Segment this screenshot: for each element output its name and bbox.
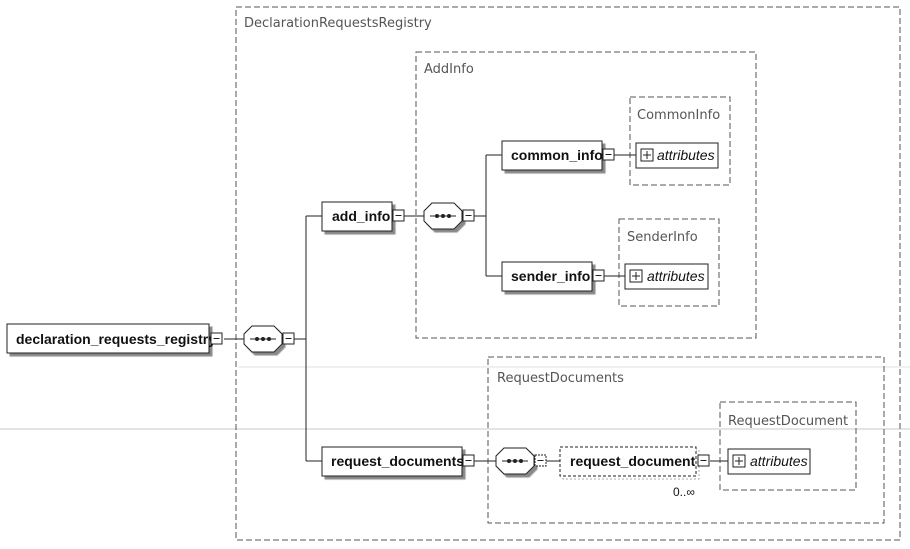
type-label-request-documents: RequestDocuments bbox=[497, 371, 624, 386]
attributes-box-request-document[interactable]: attributes bbox=[727, 448, 811, 475]
attributes-box-common-info[interactable]: attributes bbox=[635, 142, 719, 169]
expand-icon[interactable] bbox=[640, 148, 654, 162]
element-add-info[interactable]: add_info bbox=[321, 201, 393, 232]
expand-icon[interactable] bbox=[732, 454, 746, 468]
element-label-add-info: add_info bbox=[332, 208, 390, 224]
type-label-declaration-requests-registry: DeclarationRequestsRegistry bbox=[244, 16, 432, 31]
collapse-toggle-icon[interactable] bbox=[534, 454, 547, 467]
collapse-toggle-icon[interactable] bbox=[602, 148, 615, 161]
sequence-compositor-icon[interactable] bbox=[243, 325, 283, 353]
element-request-documents[interactable]: request_documents bbox=[321, 446, 464, 477]
collapse-toggle-icon[interactable] bbox=[462, 454, 475, 467]
element-common-info[interactable]: common_info bbox=[501, 140, 603, 171]
sequence-compositor-icon[interactable] bbox=[423, 202, 463, 230]
element-label-common-info: common_info bbox=[511, 147, 603, 163]
type-label-add-info: AddInfo bbox=[424, 62, 474, 77]
type-frame-request-document: RequestDocument bbox=[719, 401, 857, 491]
cardinality-label: 0..∞ bbox=[673, 485, 695, 499]
type-frame-add-info: AddInfo bbox=[415, 51, 757, 339]
element-label-request-documents: request_documents bbox=[331, 453, 464, 469]
attributes-box-sender-info[interactable]: attributes bbox=[624, 263, 709, 290]
collapse-toggle-icon[interactable] bbox=[592, 269, 605, 282]
expand-icon[interactable] bbox=[629, 269, 643, 283]
element-label-declaration-requests-registry: declaration_requests_registry bbox=[16, 331, 216, 347]
type-frame-declaration-requests-registry: DeclarationRequestsRegistry bbox=[235, 6, 901, 541]
collapse-toggle-icon[interactable] bbox=[210, 332, 223, 345]
collapse-toggle-icon[interactable] bbox=[697, 454, 710, 467]
element-label-sender-info: sender_info bbox=[511, 268, 590, 284]
type-frame-sender-info: SenderInfo bbox=[618, 218, 720, 307]
element-sender-info[interactable]: sender_info bbox=[501, 261, 593, 292]
element-request-document[interactable]: request_document bbox=[559, 446, 700, 480]
attributes-label: attributes bbox=[647, 268, 705, 284]
collapse-toggle-icon[interactable] bbox=[392, 209, 405, 222]
sequence-compositor-icon[interactable] bbox=[495, 447, 535, 475]
type-label-common-info: CommonInfo bbox=[637, 108, 720, 123]
collapse-toggle-icon[interactable] bbox=[462, 209, 475, 222]
type-label-request-document: RequestDocument bbox=[728, 414, 848, 429]
connectors bbox=[224, 154, 728, 462]
type-frame-common-info: CommonInfo bbox=[629, 96, 731, 186]
attributes-label: attributes bbox=[750, 453, 808, 469]
attributes-label: attributes bbox=[657, 147, 715, 163]
type-label-sender-info: SenderInfo bbox=[627, 230, 698, 245]
collapse-toggle-icon[interactable] bbox=[282, 332, 295, 345]
element-label-request-document: request_document bbox=[570, 453, 696, 469]
type-frame-request-documents: RequestDocuments bbox=[487, 356, 885, 524]
element-declaration-requests-registry[interactable]: declaration_requests_registry bbox=[6, 323, 216, 354]
